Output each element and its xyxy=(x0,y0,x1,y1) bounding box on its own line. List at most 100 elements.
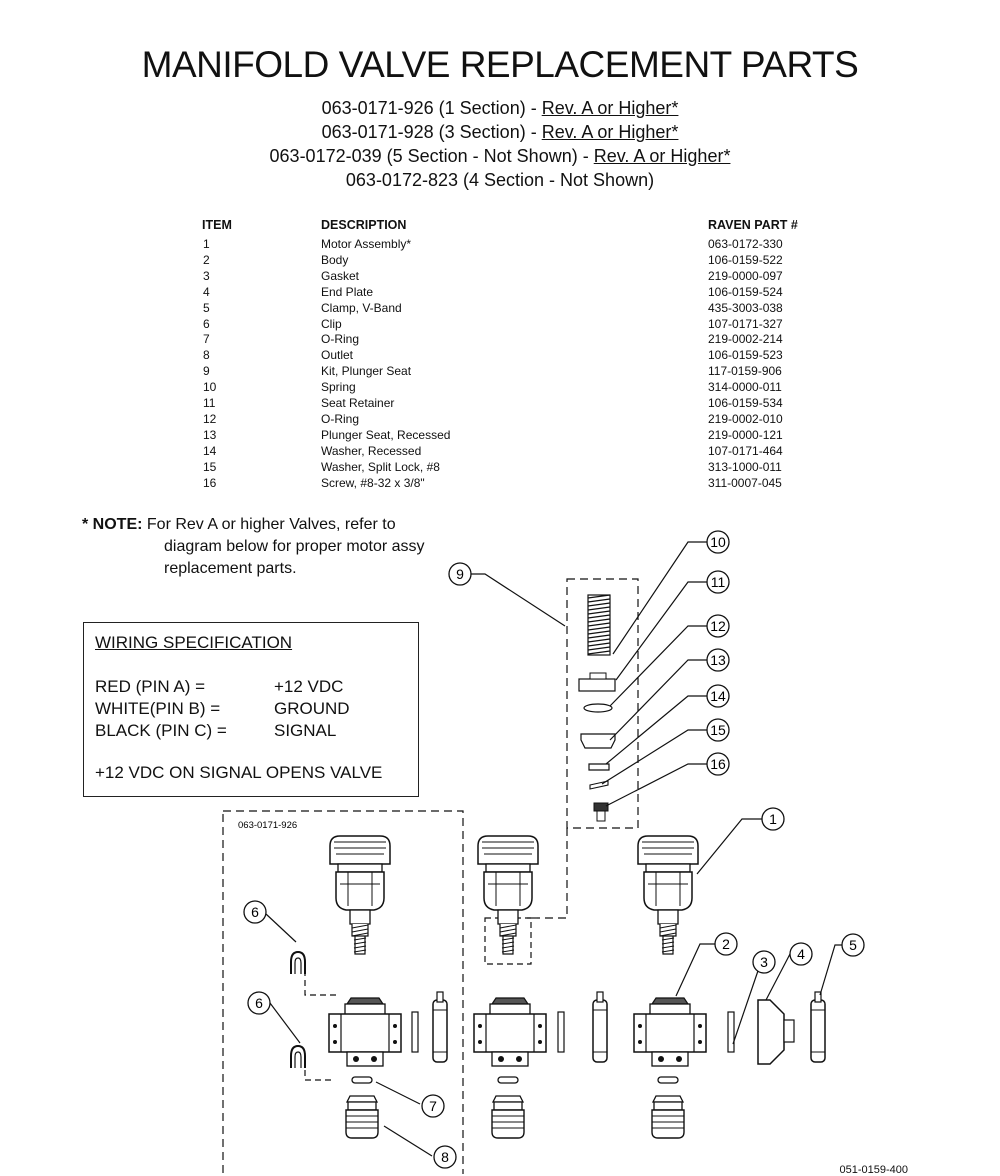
valve-body-3 xyxy=(633,997,707,1067)
wiring-pin-b: WHITE(PIN B) = xyxy=(95,699,221,718)
subtitle-2-rev: Rev. A or Higher* xyxy=(541,122,679,142)
table-cell-description: Body xyxy=(321,252,349,267)
washer-recessed-part xyxy=(588,763,610,771)
clamp-end xyxy=(810,991,826,1063)
wiring-title: WIRING SPECIFICATION xyxy=(95,633,293,652)
subtitle-3-rev: Rev. A or Higher* xyxy=(593,146,731,166)
callout-11: 11 xyxy=(706,570,730,594)
note-line-1: For Rev A or higher Valves, refer to xyxy=(146,516,396,533)
gasket-2 xyxy=(557,1011,565,1053)
table-cell-item: 7 xyxy=(203,332,210,347)
wiring-value-b: GROUND xyxy=(274,699,350,718)
o-ring-3 xyxy=(657,1076,679,1084)
callout-2: 2 xyxy=(714,932,738,956)
header-description: DESCRIPTION xyxy=(321,218,407,232)
svg-text:12: 12 xyxy=(710,618,726,634)
callout-16: 16 xyxy=(706,752,730,776)
clamp-2 xyxy=(592,991,608,1063)
wiring-value-a: +12 VDC xyxy=(274,677,344,696)
motor-assembly-2 xyxy=(477,835,539,955)
o-ring-1 xyxy=(351,1076,373,1084)
callout-13: 13 xyxy=(706,648,730,672)
table-cell-item: 5 xyxy=(203,300,210,315)
table-cell-item: 4 xyxy=(203,284,210,299)
screw-part xyxy=(593,802,609,822)
table-cell-description: Outlet xyxy=(321,348,354,363)
table-cell-description: Motor Assembly* xyxy=(321,237,412,251)
table-cell-item: 3 xyxy=(203,268,210,283)
callout-6-upper: 6 xyxy=(243,900,267,924)
svg-text:9: 9 xyxy=(456,566,464,582)
clamp-1 xyxy=(432,991,448,1063)
table-cell-description: Washer, Split Lock, #8 xyxy=(321,459,440,474)
valve-body-2 xyxy=(473,997,547,1067)
callout-5: 5 xyxy=(841,933,865,957)
table-cell-part: 219-0002-010 xyxy=(708,411,783,426)
table-cell-description: O-Ring xyxy=(321,411,360,426)
end-plate xyxy=(757,999,795,1065)
table-cell-part: 313-1000-011 xyxy=(708,459,782,474)
callout-15: 15 xyxy=(706,718,730,742)
table-cell-description: Washer, Recessed xyxy=(321,443,422,458)
svg-text:7: 7 xyxy=(429,1098,437,1114)
wiring-pin-c: BLACK (PIN C) = xyxy=(95,721,227,740)
outlet-3 xyxy=(651,1095,685,1139)
motor-note: * NOTE: For Rev A or higher Valves, refe… xyxy=(82,514,425,580)
subtitle-2: 063-0171-928 (3 Section) - Rev. A or Hig… xyxy=(0,122,1000,143)
table-cell-part: 219-0000-121 xyxy=(708,427,783,442)
table-cell-part: 106-0159-522 xyxy=(708,252,783,267)
table-cell-part: 107-0171-464 xyxy=(708,443,783,458)
callout-10: 10 xyxy=(706,530,730,554)
table-cell-description: Spring xyxy=(321,380,356,395)
subtitle-4-text: 063-0172-823 (4 Section - Not Shown) xyxy=(345,170,655,190)
table-cell-item: 6 xyxy=(203,316,210,331)
table-cell-description: Seat Retainer xyxy=(321,396,395,411)
table-cell-part: 106-0159-524 xyxy=(708,284,783,299)
table-cell-part: 107-0171-327 xyxy=(708,316,783,331)
table-cell-part: 219-0000-097 xyxy=(708,268,783,283)
subtitle-2-text: 063-0171-928 (3 Section) - xyxy=(321,122,542,142)
wiring-spec-box: WIRING SPECIFICATION RED (PIN A) = +12 V… xyxy=(83,622,419,797)
table-cell-part: 435-3003-038 xyxy=(708,300,783,315)
subtitle-1-rev: Rev. A or Higher* xyxy=(541,98,679,118)
svg-text:11: 11 xyxy=(711,574,726,590)
note-label: * NOTE: xyxy=(82,516,143,533)
header-part: RAVEN PART # xyxy=(708,218,798,232)
subtitle-3-text: 063-0172-039 (5 Section - Not Shown) - xyxy=(269,146,594,166)
table-cell-description: Clip xyxy=(321,316,342,331)
table-cell-item: 11 xyxy=(203,396,216,411)
table-cell-description: O-Ring xyxy=(321,332,360,347)
svg-text:16: 16 xyxy=(710,756,726,772)
svg-text:10: 10 xyxy=(710,534,726,550)
subtitle-1: 063-0171-926 (1 Section) - Rev. A or Hig… xyxy=(0,98,1000,119)
table-cell-part: 106-0159-534 xyxy=(708,396,783,411)
gasket-1 xyxy=(411,1011,419,1053)
o-ring-small-part xyxy=(583,703,613,713)
outlet-1 xyxy=(345,1095,379,1139)
callout-4: 4 xyxy=(789,942,813,966)
table-cell-item: 8 xyxy=(203,348,210,363)
table-cell-description: Kit, Plunger Seat xyxy=(321,364,412,379)
seat-retainer-part xyxy=(578,672,616,692)
svg-text:3: 3 xyxy=(760,954,768,970)
table-cell-item: 16 xyxy=(203,475,217,490)
subtitle-4: 063-0172-823 (4 Section - Not Shown) xyxy=(0,170,1000,191)
svg-text:5: 5 xyxy=(849,937,857,953)
lock-washer-part xyxy=(589,780,609,790)
table-cell-part: 219-0002-214 xyxy=(708,332,783,347)
drawing-number: 051-0159-400 xyxy=(839,1164,908,1176)
plunger-seat-part xyxy=(580,733,616,749)
table-cell-part: 311-0007-045 xyxy=(708,475,782,490)
svg-text:8: 8 xyxy=(441,1149,449,1165)
table-cell-description: End Plate xyxy=(321,284,374,299)
svg-text:6: 6 xyxy=(255,995,263,1011)
clip-upper xyxy=(290,951,306,975)
table-cell-part: 106-0159-523 xyxy=(708,348,783,363)
table-cell-item: 1 xyxy=(203,237,210,251)
svg-text:1: 1 xyxy=(769,811,777,827)
wiring-value-c: SIGNAL xyxy=(274,721,337,740)
callout-1: 1 xyxy=(761,807,785,831)
table-cell-item: 2 xyxy=(203,252,210,267)
outlet-2 xyxy=(491,1095,525,1139)
